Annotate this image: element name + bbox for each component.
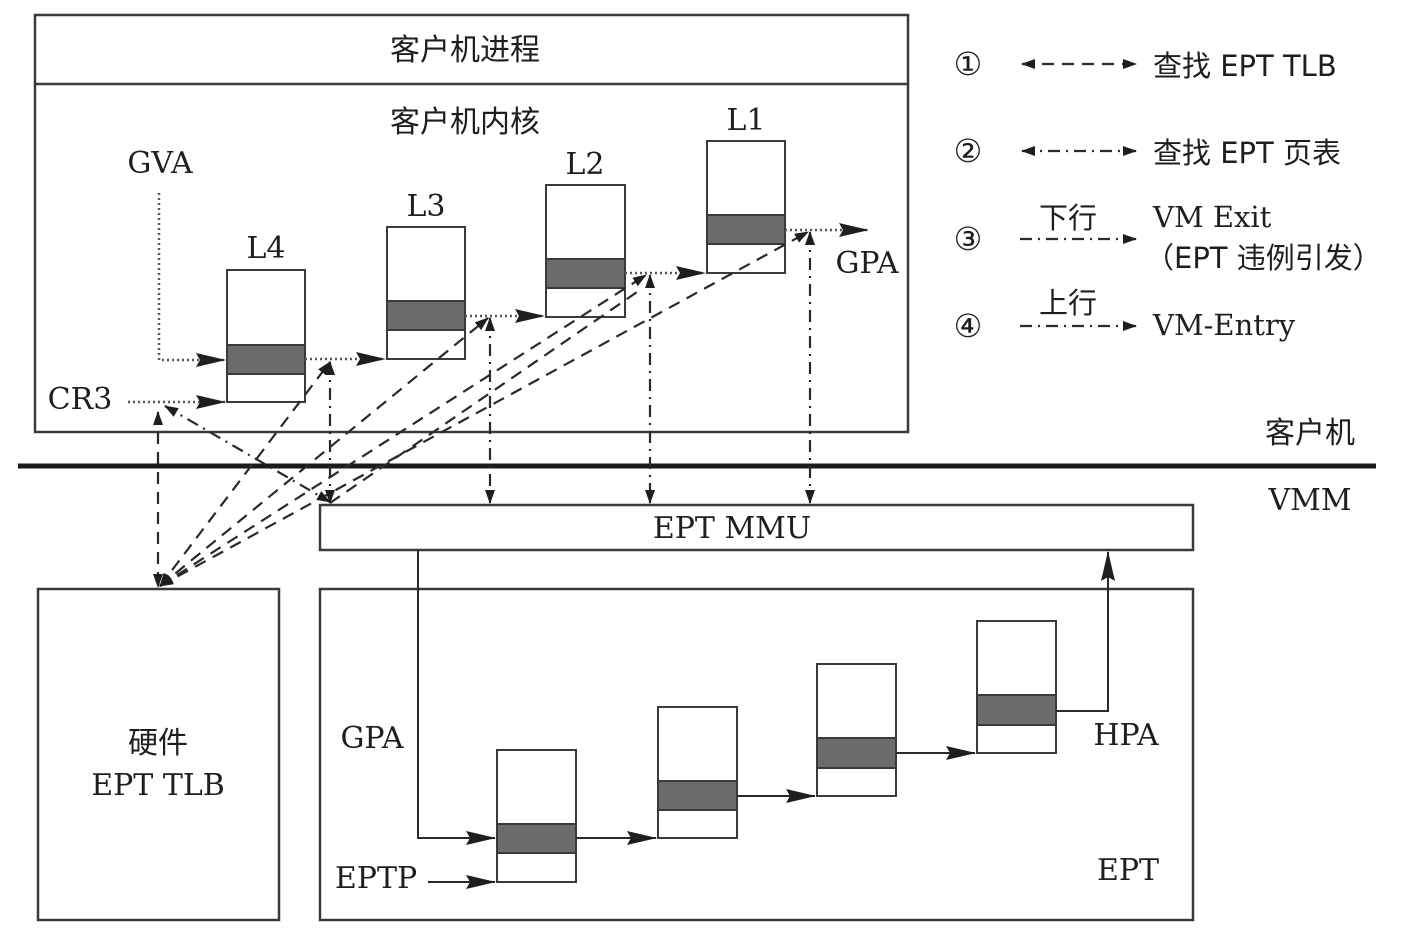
level-label-l3: L3 bbox=[406, 189, 445, 224]
legend: ① 查找 EPT TLB ② 查找 EPT 页表 ③ 下行 VM Exit （E… bbox=[954, 45, 1382, 345]
legend-text-3b: （EPT 违例引发） bbox=[1145, 241, 1382, 275]
mmu-to-ept-gpa-arrow bbox=[417, 550, 496, 845]
legend-marker-1: ① bbox=[954, 45, 983, 83]
legend-above-3: 下行 bbox=[1039, 201, 1097, 235]
ept-table-3 bbox=[816, 663, 897, 797]
guest-process-label: 客户机进程 bbox=[390, 33, 540, 68]
ept-walk-lookup-arrows bbox=[164, 231, 815, 504]
legend-text-4: VM-Entry bbox=[1152, 308, 1296, 342]
hpa-label: HPA bbox=[1093, 718, 1159, 753]
legend-item-4: ④ 上行 VM-Entry bbox=[954, 286, 1296, 345]
legend-marker-2: ② bbox=[954, 132, 983, 170]
cr3-ept-walk-arrow bbox=[164, 405, 331, 503]
ept-table-entry bbox=[657, 780, 738, 811]
hpa-to-mmu-arrow bbox=[1056, 551, 1115, 712]
guest-gpa-label: GPA bbox=[835, 246, 898, 281]
ept-box bbox=[318, 587, 1195, 922]
legend-above-4: 上行 bbox=[1039, 286, 1097, 320]
level-label-l1: L1 bbox=[726, 103, 765, 138]
hardware-tlb-label-line1: 硬件 bbox=[128, 726, 188, 761]
ept-mmu-label: EPT MMU bbox=[653, 511, 811, 546]
ept-walk-arrows bbox=[417, 550, 1115, 889]
guest-page-table-l4 bbox=[226, 269, 306, 403]
ept-table-entry bbox=[496, 823, 577, 854]
boundary-guest-label: 客户机 bbox=[1265, 416, 1355, 451]
ept-table-entry bbox=[976, 694, 1057, 726]
eptp-label: EPTP bbox=[335, 861, 417, 896]
legend-text-3: VM Exit bbox=[1152, 200, 1272, 234]
ept-gpa-label: GPA bbox=[340, 721, 403, 756]
legend-text-1: 查找 EPT TLB bbox=[1153, 49, 1337, 83]
hardware-tlb-label-line2: EPT TLB bbox=[91, 768, 225, 803]
boundary-vmm-label: VMM bbox=[1267, 483, 1351, 518]
ept-table-entry bbox=[816, 737, 897, 769]
legend-item-2: ② 查找 EPT 页表 bbox=[954, 132, 1341, 170]
guest-kernel-label: 客户机内核 bbox=[390, 105, 540, 140]
page-table-entry bbox=[545, 258, 626, 289]
ept-label: EPT bbox=[1097, 853, 1159, 888]
page-table-entry bbox=[386, 300, 466, 331]
level-label-l4: L4 bbox=[246, 231, 285, 266]
legend-marker-4: ④ bbox=[954, 307, 983, 345]
legend-text-2: 查找 EPT 页表 bbox=[1153, 136, 1341, 170]
ept-table-4 bbox=[976, 620, 1057, 754]
guest-page-table-l2 bbox=[545, 184, 626, 318]
legend-item-1: ① 查找 EPT TLB bbox=[954, 45, 1337, 83]
gva-label: GVA bbox=[127, 146, 193, 181]
ept-table-2 bbox=[657, 706, 738, 839]
ept-table-1 bbox=[496, 749, 577, 883]
level-label-l2: L2 bbox=[565, 147, 604, 182]
l1-tlb-lookup-arrow bbox=[159, 231, 809, 587]
page-table-entry bbox=[226, 344, 306, 375]
page-table-entry bbox=[706, 214, 786, 245]
cr3-label: CR3 bbox=[48, 382, 113, 417]
guest-page-table-l1 bbox=[706, 140, 786, 274]
hardware-ept-tlb-box bbox=[36, 587, 281, 922]
legend-item-3: ③ 下行 VM Exit （EPT 违例引发） bbox=[954, 200, 1382, 275]
legend-marker-3: ③ bbox=[954, 220, 983, 258]
guest-page-table-l3 bbox=[386, 226, 466, 360]
